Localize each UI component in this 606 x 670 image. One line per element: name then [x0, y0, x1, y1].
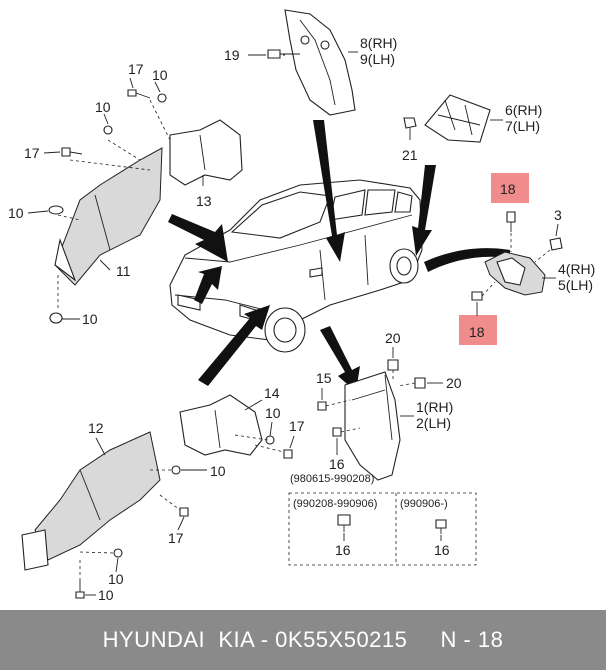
clip-3 [549, 237, 563, 251]
callout-16-c: 16 [434, 542, 450, 558]
callout-17-b: 17 [24, 145, 40, 161]
callout-14: 14 [264, 385, 280, 401]
variant-box [288, 492, 477, 566]
clip-10-g [113, 548, 123, 558]
callout-10-g: 10 [108, 571, 124, 587]
bolt-17-b [61, 147, 83, 157]
part-liner-12 [21, 431, 161, 571]
part-liner-11 [54, 147, 163, 286]
callout-7lh: 7(LH) [505, 118, 540, 134]
callout-10-c: 10 [8, 205, 24, 221]
bolt-16-a [332, 427, 342, 437]
callout-10-h: 10 [98, 587, 114, 603]
bolt-17-a [127, 89, 151, 99]
arrow-to-front-arch [168, 214, 228, 262]
bolt-18-top [506, 211, 516, 232]
arrow-to-bottom-left [198, 305, 270, 386]
arrow-to-top-garnish [313, 120, 345, 262]
callout-5lh: 5(LH) [558, 277, 593, 293]
callout-20-a: 20 [385, 330, 401, 346]
callout-11: 11 [116, 263, 131, 279]
callout-21: 21 [402, 147, 418, 163]
callout-6rh: 6(RH) [505, 102, 542, 118]
part-liner-13 [169, 119, 243, 186]
arrow-to-right-rear [412, 165, 436, 256]
clip-10-a [157, 93, 167, 103]
bolt-16-c [435, 519, 447, 534]
callout-20-b: 20 [446, 375, 462, 391]
highlight-18-bottom [459, 315, 497, 345]
callout-4rh: 4(RH) [558, 261, 595, 277]
callout-19: 19 [224, 47, 240, 63]
bolt-19 [267, 49, 300, 59]
part-number-caption: HYUNDAI KIA - 0K55X50215 N - 18 [102, 627, 504, 652]
nut-21 [403, 117, 417, 140]
bolt-16-b [337, 514, 351, 532]
callout-18-bottom: 18 [469, 324, 485, 340]
highlight-18-top [491, 173, 529, 203]
callout-17-d: 17 [168, 530, 184, 546]
bolt-15 [317, 401, 327, 411]
callout-18-top: 18 [500, 181, 516, 197]
bolt-18-bottom [471, 291, 483, 301]
clip-10-f [171, 465, 181, 475]
part-garnish-8-9 [283, 9, 356, 116]
clip-10-b [103, 125, 113, 135]
callout-9lh: 9(LH) [360, 51, 395, 67]
callout-15: 15 [316, 370, 332, 386]
clip-20-b [414, 377, 426, 389]
part-liner-14 [179, 394, 263, 456]
date-range-3: (990906-) [400, 498, 448, 510]
callout-17-a: 17 [128, 61, 144, 77]
callout-2lh: 2(LH) [416, 415, 451, 431]
callout-17-c: 17 [289, 418, 305, 434]
callout-10-d: 10 [82, 311, 98, 327]
callout-10-f: 10 [210, 463, 226, 479]
clip-10-c [48, 205, 64, 215]
footer-bar: HYUNDAI KIA - 0K55X50215 N - 18 [0, 610, 606, 670]
clip-10-d [49, 312, 63, 324]
parts-diagram: 19 8(RH) 9(LH) 6(RH) 7(LH) 21 17 10 10 1… [8, 9, 595, 603]
clip-10-h [75, 580, 85, 599]
callout-8rh: 8(RH) [360, 35, 397, 51]
callout-1rh: 1(RH) [416, 399, 453, 415]
clip-20-a [387, 359, 399, 371]
arrow-to-rear-flap [424, 248, 510, 272]
part-bracket-6-7 [424, 94, 491, 143]
arrow-inner-hood [194, 266, 222, 304]
part-mudflap-4-5 [484, 251, 546, 296]
callout-16-b: 16 [335, 542, 351, 558]
callout-16-a: 16 [329, 456, 345, 472]
callout-3: 3 [554, 207, 562, 223]
date-range-2: (990208-990906) [293, 498, 377, 510]
date-range-1: (980615-990208) [290, 473, 374, 485]
callout-12: 12 [88, 420, 104, 436]
bolt-17-c [283, 449, 293, 459]
callout-13: 13 [196, 193, 212, 209]
callout-10-e: 10 [265, 405, 281, 421]
arrow-to-mudguard [320, 326, 360, 392]
bolt-17-d [179, 507, 189, 517]
callout-10-b: 10 [95, 99, 111, 115]
part-mudguard-1-2 [344, 371, 401, 481]
callout-10-a: 10 [152, 67, 168, 83]
